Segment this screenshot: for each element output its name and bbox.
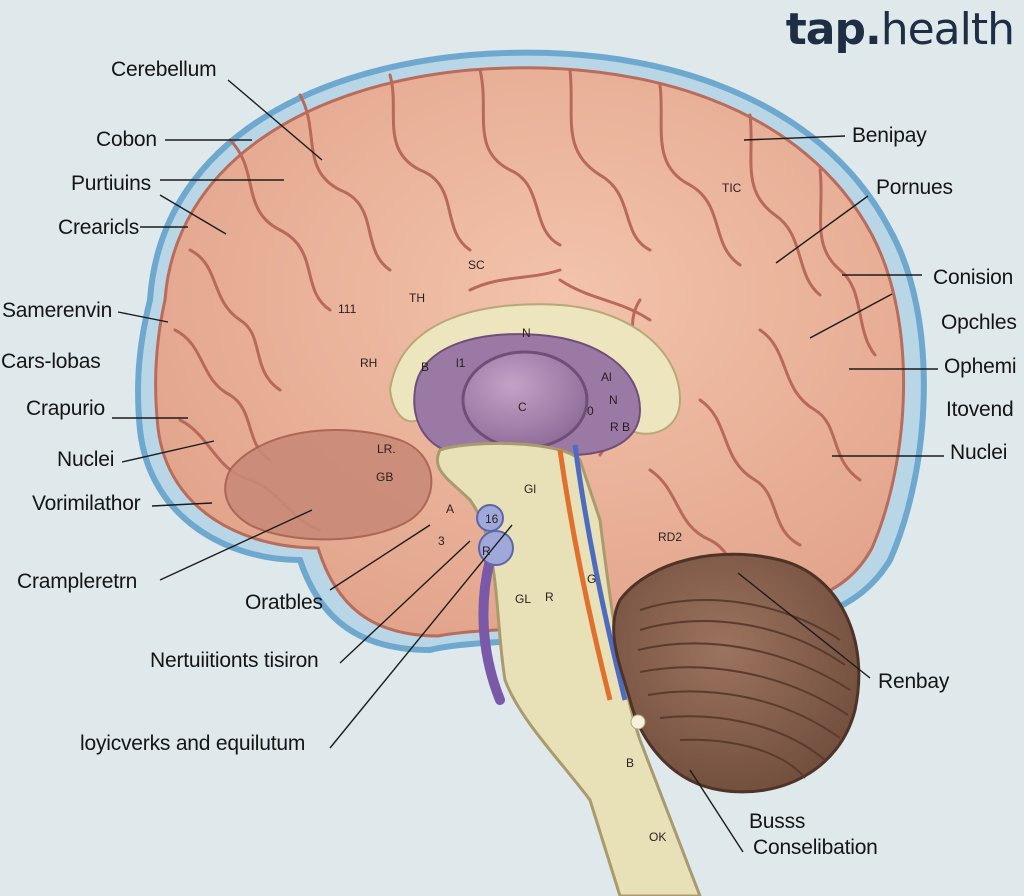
gyri-lines	[173, 68, 877, 592]
inner-label-gl: GL	[515, 592, 532, 606]
label-crearicls: Crearicls	[58, 216, 140, 239]
label-conision: Conision	[933, 266, 1014, 289]
mammillary-body-upper	[476, 504, 504, 532]
inner-label-c: C	[518, 400, 527, 414]
label-ophemi: Ophemi	[944, 355, 1017, 378]
tract-orange	[557, 449, 613, 701]
inner-label-g: G	[587, 572, 597, 586]
white-node	[630, 714, 646, 730]
label-cars-lobas: Cars-lobas	[1, 350, 101, 373]
cerebellum-folia	[637, 599, 851, 779]
inner-label-l1: l1	[456, 356, 466, 370]
inner-label-th: TH	[409, 291, 425, 305]
label-nuclei-left: Nuclei	[57, 448, 115, 471]
inner-label-sc: SC	[468, 258, 485, 272]
inner-label-a: A	[446, 502, 455, 516]
inner-label-0: 0	[587, 404, 594, 418]
inner-label-rb: R B	[610, 420, 631, 434]
inner-label-rh: RH	[360, 356, 378, 370]
inner-label-tic: TIC	[722, 181, 742, 195]
inner-label-n-right: N	[609, 393, 618, 407]
mammillary-body-lower	[478, 530, 514, 566]
inner-label-gb: GB	[376, 470, 394, 484]
label-opchles: Opchles	[941, 311, 1017, 334]
label-busss: Busss	[749, 810, 806, 833]
label-loyicverks: loyicverks and equilutum	[80, 732, 306, 755]
inner-label-r: R	[545, 590, 554, 604]
label-samerenvin: Samerenvin	[2, 299, 113, 322]
label-nuclei-right: Nuclei	[950, 441, 1008, 464]
temporal-recess	[224, 429, 433, 541]
inner-label-b: B	[421, 360, 430, 374]
label-crampleretrn: Crampleretrn	[17, 570, 138, 593]
label-conselibation: Conselibation	[753, 836, 878, 859]
label-itovend: Itovend	[946, 398, 1014, 421]
tract-blue	[572, 444, 628, 701]
inner-label-ok: OK	[649, 830, 667, 844]
inner-label-16: 16	[485, 512, 499, 526]
brand-logo: tap.health	[785, 4, 1015, 56]
pituitary-stalk	[478, 555, 505, 705]
label-crapurio: Crapurio	[26, 397, 105, 420]
label-pornues: Pornues	[876, 176, 953, 199]
label-renbay: Renbay	[878, 670, 950, 693]
inner-label-rd2: RD2	[658, 530, 683, 544]
inner-label-b-stem: B	[626, 756, 635, 770]
inner-label-n-top: N	[522, 326, 531, 340]
brand-part2: health	[880, 4, 1015, 55]
leader-lines	[112, 79, 944, 853]
inner-label-al: Al	[601, 370, 612, 384]
brand-part1: tap.	[785, 4, 882, 55]
label-benipay: Benipay	[852, 124, 927, 147]
inner-label-3: 3	[438, 534, 445, 548]
label-cerebellum: Cerebellum	[111, 58, 217, 81]
label-vorimilathor: Vorimilathor	[32, 492, 141, 515]
inner-label-111: 111	[338, 302, 357, 316]
label-oratbles: Oratbles	[245, 591, 323, 614]
inner-label-gl-upper: Gl	[524, 482, 536, 496]
cerebellum-mass	[612, 552, 861, 794]
label-purtiuins: Purtiuins	[71, 172, 151, 195]
inner-label-lr: LR.	[377, 442, 396, 456]
label-nertuiitionts-tisiron: Nertuiitionts tisiron	[150, 649, 319, 672]
inner-label-r-sphere: R	[482, 544, 491, 558]
label-cobon: Cobon	[96, 128, 157, 151]
